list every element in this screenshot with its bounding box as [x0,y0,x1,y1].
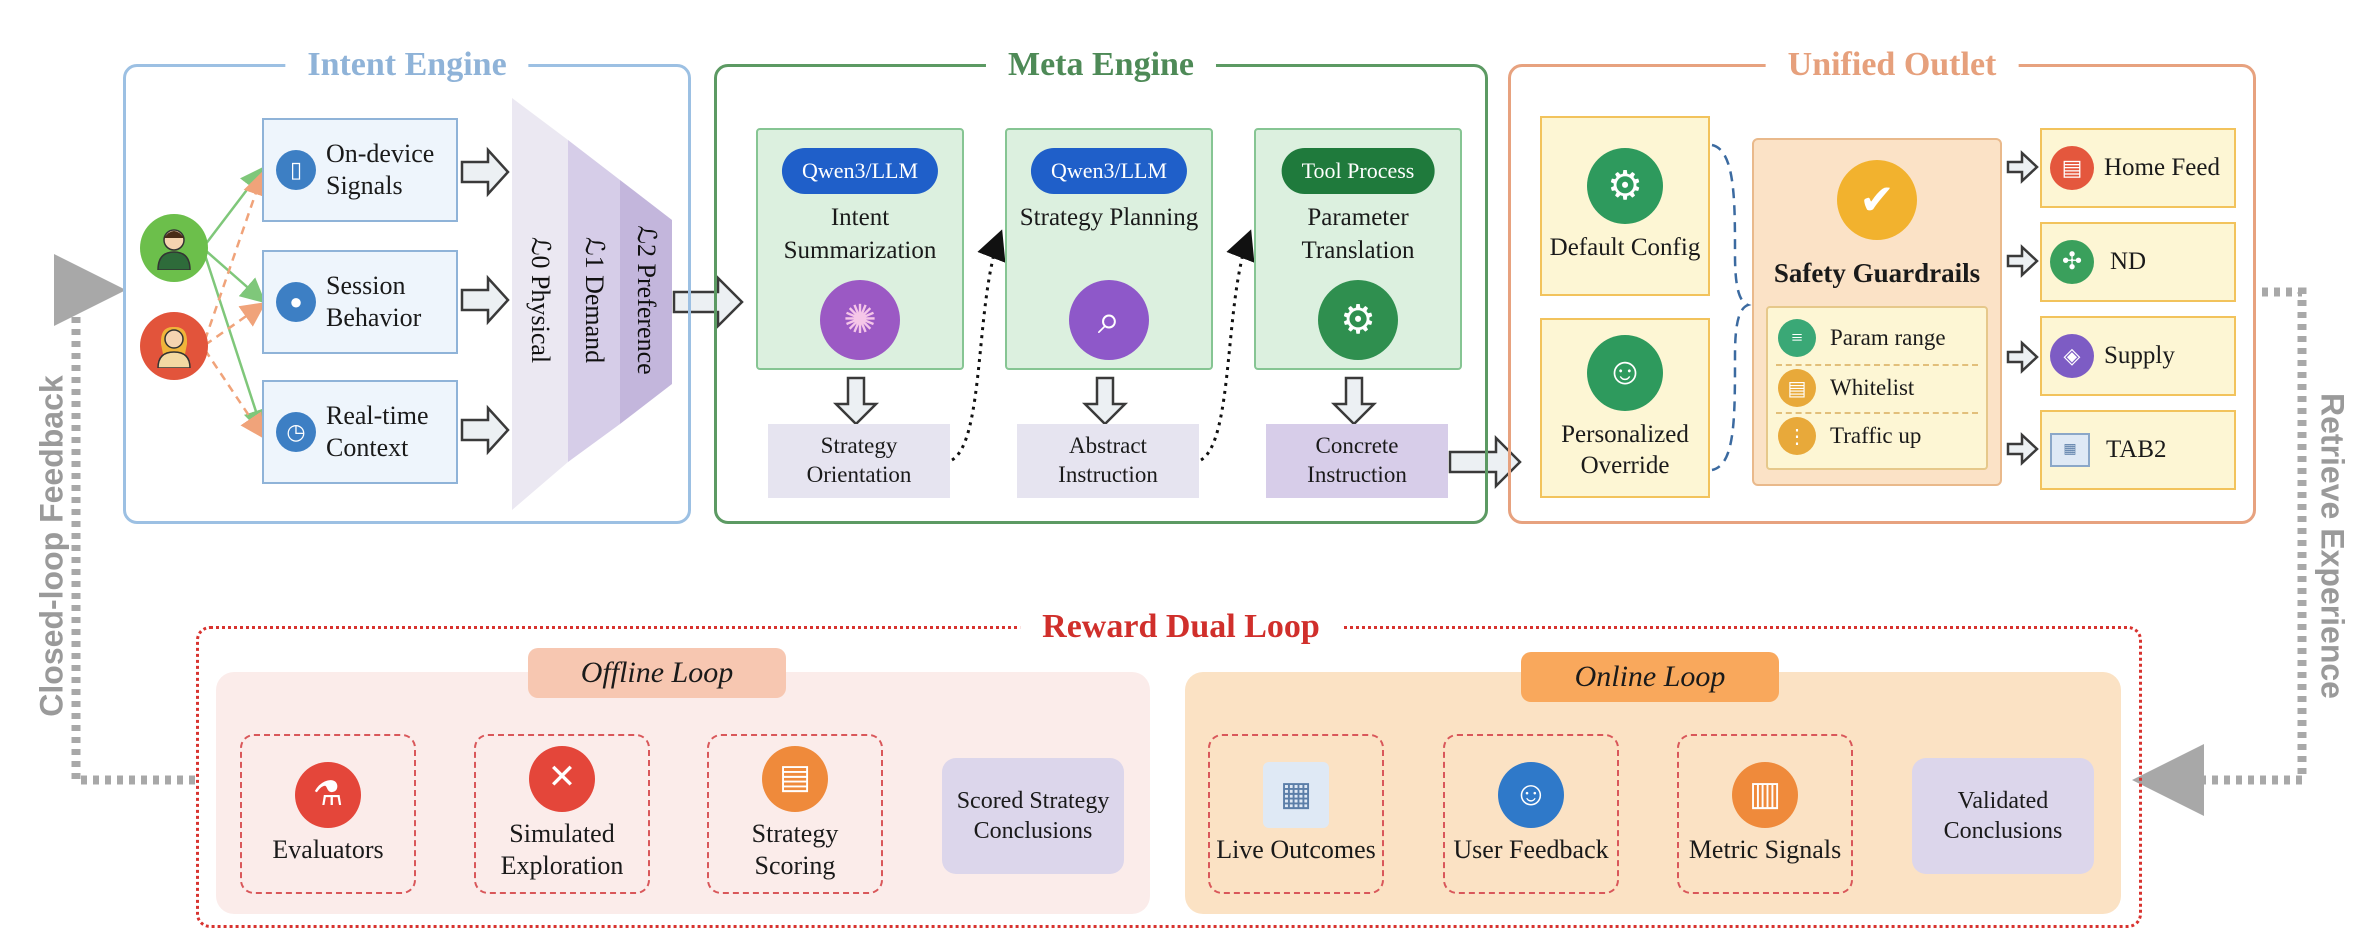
offline-step-strategy-scoring[interactable]: ▤ Strategy Scoring [707,734,883,894]
supply-icon: ◈ [2050,334,2094,378]
config-brace [1711,143,1752,472]
offline-loop-title: Offline Loop [528,648,786,698]
signal-label: Session Behavior [326,270,422,333]
card-label: Intent Summarization [783,204,937,264]
default-config-box[interactable]: ⚙ Default Config [1540,116,1710,296]
clock-icon: ◷ [276,412,316,452]
layer-label-l2: ℒ2 Preference [632,225,661,375]
user-avatar-red[interactable] [140,312,208,380]
online-step-metric-signals[interactable]: ▥ Metric Signals [1677,734,1853,894]
person-icon [157,326,191,368]
online-loop-title: Online Loop [1521,652,1779,702]
unified-outlet-title: Unified Outlet [1765,48,2019,82]
retrieve-experience-label: Retrieve Experience [2314,393,2351,699]
closed-loop-feedback-label: Closed-loop Feedback [33,375,70,717]
meta-card-parameter-translation[interactable]: Tool Process Parameter Translation ⚙ [1254,128,1462,370]
layer-label-l0: ℒ0 Physical [526,236,555,364]
phone-icon: ▯ [276,150,316,190]
meta-output-abstract-instruction: Abstract Instruction [1017,424,1199,498]
output-home-feed[interactable]: ▤ Home Feed [2040,128,2236,208]
compass-icon: ✣ [2050,240,2094,284]
guardrails-list: ≡ Param range ▤ Whitelist ⋮ Traffic up [1766,306,1988,470]
signal-label: Real-time Context [326,400,429,463]
llm-pill: Qwen3/LLM [781,148,939,195]
output-supply[interactable]: ◈ Supply [2040,316,2236,396]
shield-check-icon: ✔ [1837,160,1917,240]
meta-dotted-links [951,229,1255,462]
user-icon: ☺ [1498,761,1564,828]
traffic-light-icon: ⋮ [1778,417,1816,455]
gears-icon: ⚙ [1318,280,1398,360]
output-nd[interactable]: ✣ ND [2040,222,2236,302]
brain-icon: ✺ [820,280,900,360]
guardrail-item-whitelist: ▤ Whitelist [1778,366,1976,410]
signal-box-on-device[interactable]: ▯ On-device Signals [262,118,458,222]
signal-box-session[interactable]: ● Session Behavior [262,250,458,354]
intent-engine-title: Intent Engine [285,48,529,82]
tool-pill: Tool Process [1281,148,1435,195]
closed-loop-feedback-path [54,254,195,785]
offline-step-evaluators[interactable]: ⚗ Evaluators [240,734,416,894]
config-label: Personalized Override [1561,420,1689,479]
window-icon: ▦ [2050,433,2090,467]
guardrails-title: Safety Guardrails [1773,258,1981,288]
user-settings-icon: ☺ [1587,334,1663,411]
clipboard-chart-icon: ▤ [762,745,828,812]
divider [1776,412,1978,414]
card-label: Parameter Translation [1301,204,1415,264]
meta-card-intent-summarization[interactable]: Qwen3/LLM Intent Summarization ✺ [756,128,964,370]
meta-output-strategy-orientation: Strategy Orientation [768,424,950,498]
clipboard-icon: ▤ [1778,369,1816,407]
magnifier-chart-icon: ⌕ [1069,280,1149,360]
card-label: Strategy Planning [1019,204,1199,231]
gears-icon: ⚙ [1587,148,1663,225]
flask-icon: ⚗ [295,761,361,828]
meta-card-strategy-planning[interactable]: Qwen3/LLM Strategy Planning ⌕ [1005,128,1213,370]
guardrail-item-param-range: ≡ Param range [1778,316,1976,360]
divider [1776,364,1978,366]
online-step-live-outcomes[interactable]: ▦ Live Outcomes [1208,734,1384,894]
config-label: Default Config [1549,234,1701,262]
meta-engine-title: Meta Engine [985,48,1217,82]
tools-icon: ✕ [529,745,595,812]
reward-dual-loop-title: Reward Dual Loop [1020,610,1342,644]
llm-pill: Qwen3/LLM [1030,148,1188,195]
offline-result: Scored Strategy Conclusions [942,758,1124,874]
gallery-icon: ▦ [1263,761,1329,828]
person-icon [157,229,191,270]
signal-box-realtime[interactable]: ◷ Real-time Context [262,380,458,484]
offline-step-simulated-exploration[interactable]: ✕ Simulated Exploration [474,734,650,894]
personalized-override-box[interactable]: ☺ Personalized Override [1540,318,1710,498]
layer-label-l1: ℒ1 Demand [580,236,609,364]
document-icon: ▤ [2050,146,2094,190]
safety-guardrails-box[interactable]: ✔ Safety Guardrails ≡ Param range ▤ Whit… [1752,138,2002,486]
user-signal-links [203,166,268,440]
user-icon: ● [276,282,316,322]
chart-board-icon: ▥ [1732,761,1798,828]
retrieve-experience-path [2132,287,2307,816]
online-result: Validated Conclusions [1912,758,2094,874]
meta-output-concrete-instruction: Concrete Instruction [1266,424,1448,498]
sliders-icon: ≡ [1778,319,1816,357]
guardrail-item-traffic-up: ⋮ Traffic up [1778,414,1976,458]
online-step-user-feedback[interactable]: ☺ User Feedback [1443,734,1619,894]
output-tab2[interactable]: ▦ TAB2 [2040,410,2236,490]
user-avatar-green[interactable] [140,214,208,282]
signal-label: On-device Signals [326,138,435,201]
